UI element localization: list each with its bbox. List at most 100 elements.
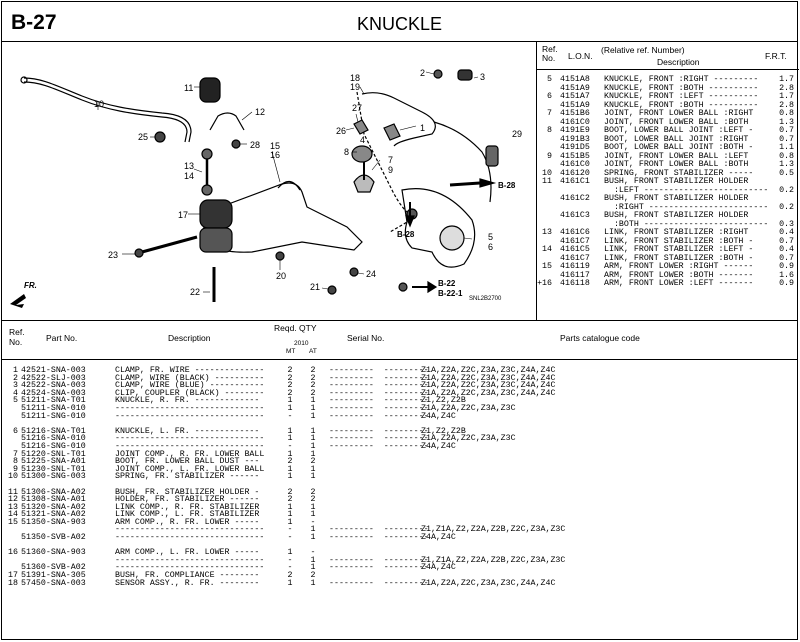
lon-frt: 1.7 [779, 75, 794, 84]
qty-at-cell: 1 [310, 411, 316, 421]
sensor-wire [361, 92, 436, 147]
lon-description: KNUCKLE, FRONT :RIGHT --------- [604, 75, 759, 84]
lon-description: :BOTH ------------------------- [604, 219, 769, 229]
lon-frt: 0.2 [779, 202, 794, 212]
description-cell: ------------------------------ [115, 434, 265, 444]
lon-frt: 0.4 [779, 245, 794, 254]
ref-no-cell: 17 [8, 571, 18, 581]
description-cell: ------------------------------ [115, 441, 265, 451]
lon-description: KNUCKLE, FRONT :LEFT ---------- [604, 92, 759, 101]
serial-no-cell: --------- --------- [329, 426, 429, 436]
table-row[interactable]: 51360-SVB-A02---------------------------… [2, 564, 797, 572]
diagram-drawing [10, 69, 499, 308]
description-cell: CLIP, COUPLER (BLACK) -------- [115, 388, 265, 398]
qty-mt-cell: 2 [287, 457, 293, 467]
catalogue-code-cell: Z4A,Z4C [421, 441, 456, 451]
lon-code: 4151A8 [560, 75, 590, 84]
catalogue-code-cell: Z1A,Z2A,Z2C,Z3A,Z3C,Z4A,Z4C [421, 388, 556, 398]
lon-description: JOINT, FRONT LOWER BALL :RIGHT [604, 109, 754, 118]
qty-at-cell: 1 [310, 502, 316, 512]
front-label: FR. [24, 281, 37, 290]
qty-at-cell: 1 [310, 563, 316, 573]
table-row[interactable]: -------------------------------1--------… [2, 526, 797, 534]
qty-mt-cell: 1 [287, 434, 293, 444]
table-row[interactable]: -------------------------------1--------… [2, 555, 797, 565]
catalogue-code-cell: Z1,Z2,Z2B [421, 396, 466, 406]
lon-ref-no: 11 [542, 177, 552, 186]
ref-no-header: Ref. No. [9, 327, 25, 347]
lon-code: 4191B3 [560, 134, 590, 144]
qty-at-cell: 2 [310, 487, 316, 497]
lon-frt: 0.9 [779, 262, 794, 271]
ref-b28-right[interactable]: B-28 [498, 181, 516, 190]
lon-frt: 1.3 [779, 160, 794, 169]
ref-b28-lower[interactable]: B-28 [397, 230, 415, 239]
qty-mt-cell: 2 [287, 388, 293, 398]
ref-b22-1[interactable]: B-22-1 [438, 289, 463, 298]
table-row[interactable]: 51216-SNG-010---------------------------… [2, 441, 797, 451]
lon-ref-no: 10 [542, 168, 552, 178]
table-row[interactable]: 51211-SNA-010---------------------------… [2, 405, 797, 413]
ref-b22[interactable]: B-22 [438, 279, 456, 288]
qty-mt-cell: 2 [287, 487, 293, 497]
description-cell: KNUCKLE, L. FR. ------------- [115, 426, 260, 436]
table-row[interactable]: 51216-SNA-010---------------------------… [2, 435, 797, 443]
table-row[interactable]: 51350-SVB-A02---------------------------… [2, 534, 797, 542]
part-no-cell: 42524-SNA-003 [21, 388, 86, 398]
ref-no-cell: 8 [13, 457, 18, 467]
lon-code: 4161C7 [560, 236, 590, 246]
lon-code: 4151B5 [560, 151, 590, 161]
callout-24: 24 [366, 269, 377, 279]
callout-9: 9 [388, 165, 394, 175]
lon-ref-no: 14 [542, 245, 552, 254]
part-no-cell: 51360-SVB-A02 [21, 563, 86, 573]
callout-22: 22 [190, 287, 201, 297]
callout-13: 13 [184, 161, 195, 171]
description-cell: BUSH, FR. COMPLIANCE -------- [115, 571, 260, 581]
callout-15: 15 [270, 141, 281, 151]
lon-description: KNUCKLE, FRONT :BOTH ---------- [604, 83, 759, 93]
lon-row: :LEFT -------------------------0.2 [537, 186, 799, 196]
lon-code: 4151B6 [560, 109, 590, 118]
serial-no-cell: --------- --------- [329, 533, 429, 543]
table-row[interactable]: 51211-SNG-010---------------------------… [2, 411, 797, 421]
lon-code: 4161C6 [560, 228, 590, 237]
part-no-cell: 51216-SNA-T01 [21, 426, 86, 436]
callout-10: 10 [94, 99, 105, 109]
description-cell: ------------------------------ [115, 555, 265, 565]
part-no-cell: 51216-SNG-010 [21, 441, 86, 451]
serial-no-cell: --------- --------- [329, 434, 429, 444]
ref-no-cell: 9 [13, 464, 18, 474]
lon-code: 4161C7 [560, 253, 590, 263]
part-no-cell: 51306-SNA-A02 [21, 487, 86, 497]
ref-no-cell: 1 [13, 366, 18, 375]
compliance-bush [199, 199, 233, 229]
qty-mt-cell: - [287, 441, 293, 451]
